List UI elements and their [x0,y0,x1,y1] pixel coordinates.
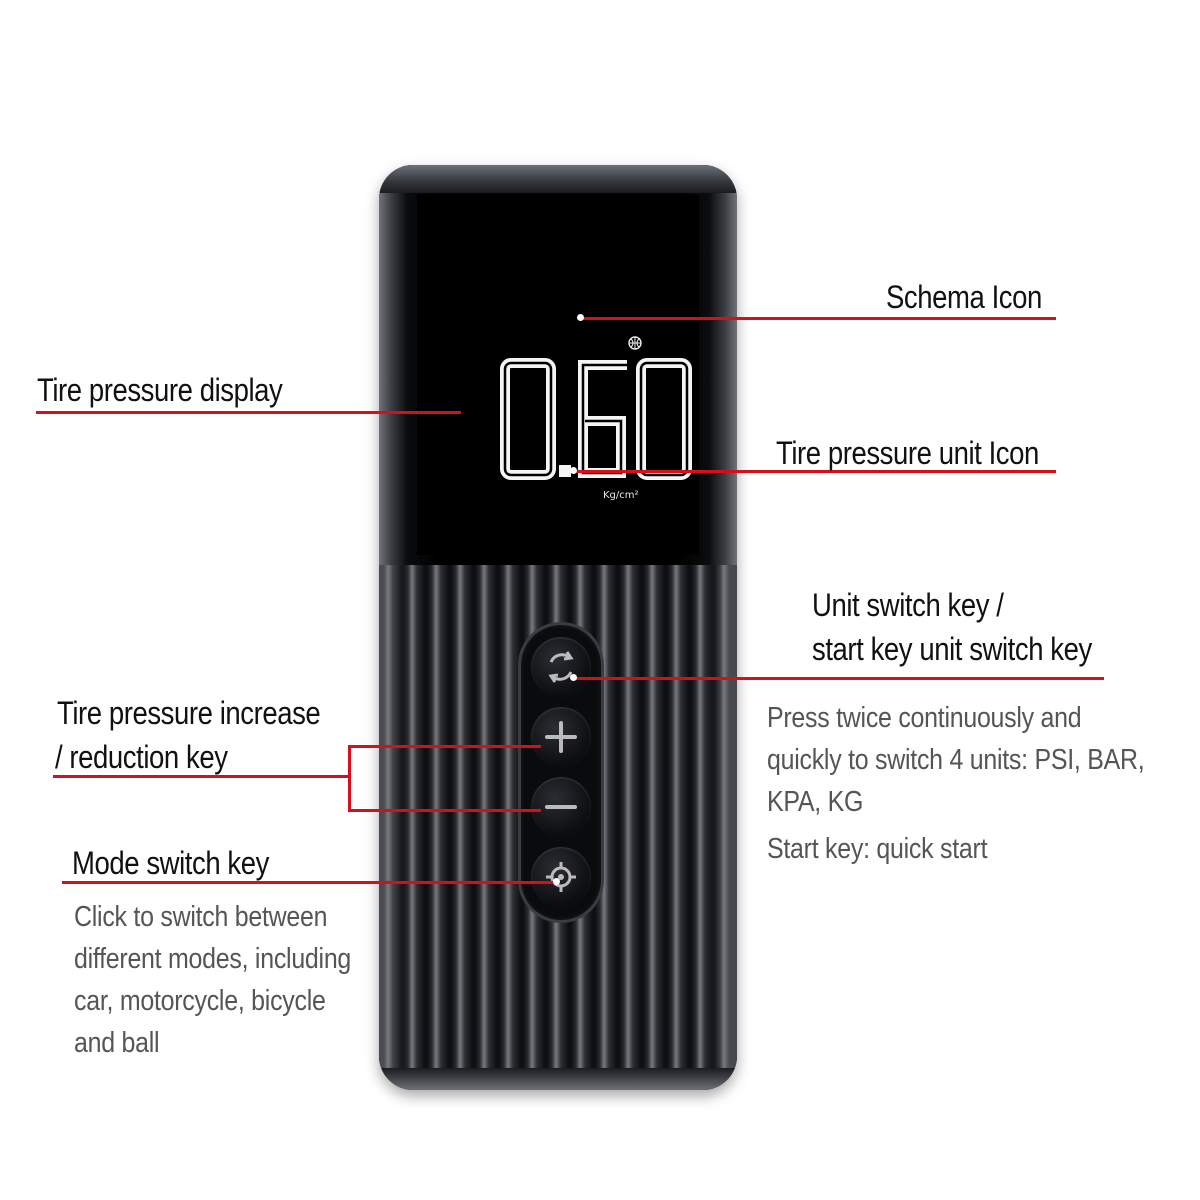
tire-pressure-display-label: Tire pressure display [37,372,283,408]
display-screen: Kg/cm² [417,195,699,555]
crosshair-icon [546,862,576,892]
mode-switch-desc-line4: and ball [74,1027,160,1059]
minus-icon [545,805,577,809]
mode-switch-desc-line3: car, motorcycle, bicycle [74,985,326,1017]
unit-switch-desc-line2: quickly to switch 4 units: PSI, BAR, [767,744,1145,776]
mode-switch-desc-line2: different modes, including [74,943,352,975]
unit-switch-desc-line1: Press twice continuously and [767,702,1082,734]
unit-switch-callout-line [573,677,1104,680]
schema-icon-callout-line [580,317,1056,320]
mode-switch-desc-line1: Click to switch between [74,901,328,933]
unit-switch-key-label-line1: Unit switch key / [812,587,1004,623]
basketball-icon [628,336,642,350]
pressure-readout [500,358,692,480]
increase-reduction-bracket [348,745,351,812]
mode-switch-callout-dot [553,878,560,885]
display-callout-line [36,411,461,414]
schema-icon-label: Schema Icon [886,279,1042,315]
unit-icon-callout-line [572,470,1056,473]
tire-inflator-device: Kg/cm² [379,165,737,1090]
mode-switch-callout-line [62,881,556,884]
bottom-cap [379,1068,737,1090]
decrease-button[interactable] [531,777,591,837]
unit-switch-key-label-line2: start key unit switch key [812,631,1092,667]
mode-switch-button[interactable] [531,847,591,907]
unit-switch-desc-line3: KPA, KG [767,786,864,818]
schema-icon-callout-dot [577,314,584,321]
unit-switch-button[interactable] [531,637,591,697]
tire-pressure-unit-icon-label: Tire pressure unit Icon [776,435,1039,471]
unit-switch-desc-line4: Start key: quick start [767,833,988,865]
pressure-unit-label: Kg/cm² [603,490,639,501]
reduction-callout-line [348,809,541,812]
top-cap [379,165,737,193]
refresh-icon [548,651,574,683]
unit-switch-callout-dot [570,674,577,681]
increase-button[interactable] [531,707,591,767]
increase-reduction-label-line2: / reduction key [55,739,228,775]
unit-icon-callout-dot [570,467,577,474]
increase-callout-line [348,745,541,748]
plus-icon [545,721,577,753]
mode-switch-key-label: Mode switch key [72,845,269,881]
keypad [521,625,601,920]
increase-reduction-label-line1: Tire pressure increase [57,695,321,731]
increase-reduction-callout-line [53,775,351,778]
